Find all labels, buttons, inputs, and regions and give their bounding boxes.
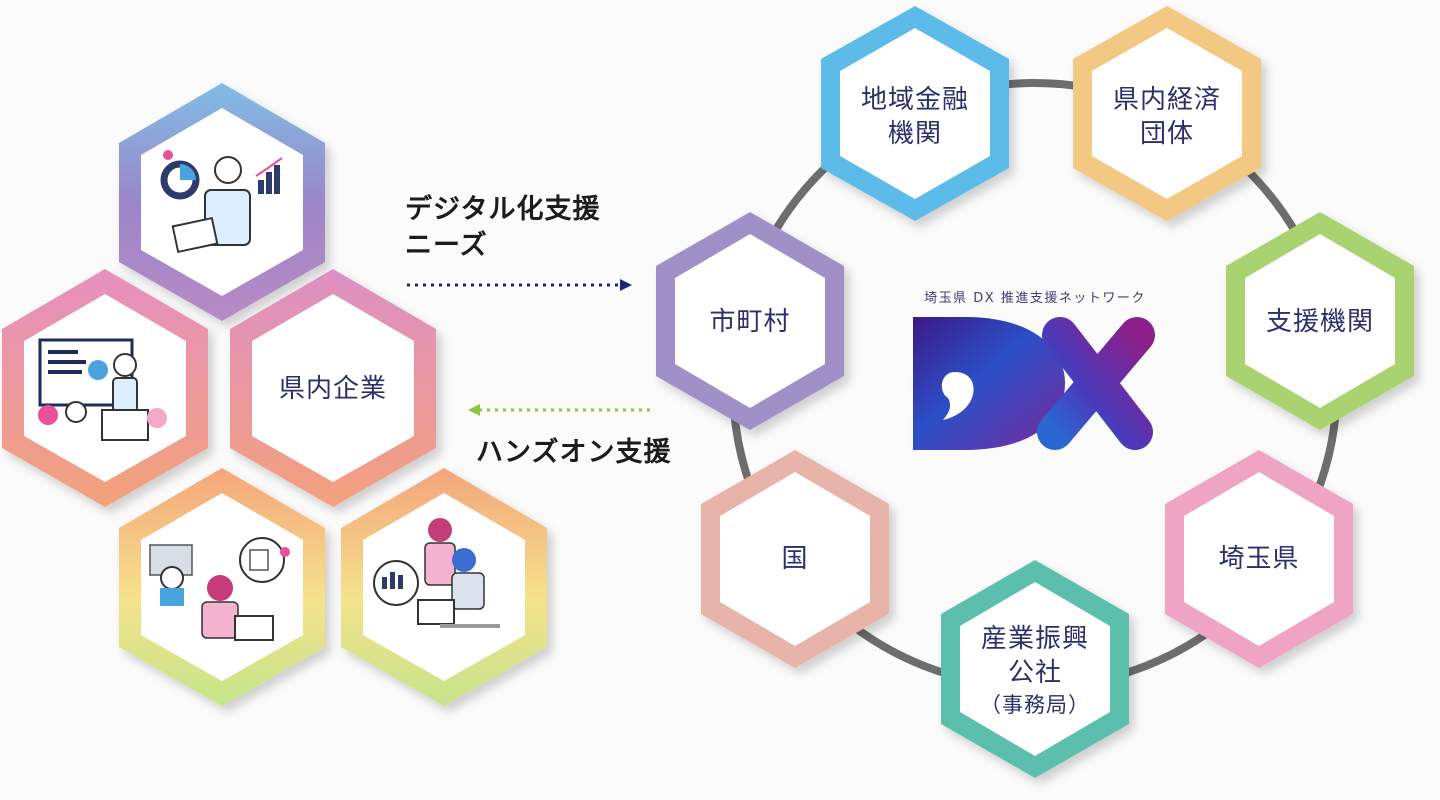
node-regional-finance	[821, 6, 1009, 221]
node-economic-orgs	[1073, 6, 1261, 221]
support-orgs-label: 支援機関	[1266, 307, 1374, 337]
node-industrial-promotion	[941, 560, 1129, 778]
national-government-label: 国	[781, 544, 808, 574]
node-support-orgs	[1226, 212, 1414, 430]
dx-logo: 埼玉県 DX 推進支援ネットワーク	[913, 291, 1155, 450]
presentation-drawing	[38, 338, 167, 441]
economic-orgs-label-2: 団体	[1140, 119, 1194, 149]
node-prefecture	[1165, 450, 1353, 668]
analyst-drawing	[160, 150, 283, 254]
node-national-government	[701, 450, 889, 668]
regional-finance-label-2: 機関	[888, 119, 942, 149]
industrial-promotion-label-2: 公社	[1008, 658, 1062, 688]
municipalities-label: 市町村	[709, 307, 790, 337]
industrial-promotion-label-3: （事務局）	[980, 693, 1090, 717]
hex-desk-illustration	[341, 468, 547, 706]
industrial-promotion-label-1: 産業振興	[981, 624, 1089, 654]
regional-finance-label-1: 地域金融	[861, 85, 969, 115]
prefecture-label: 埼玉県	[1218, 544, 1299, 574]
hex-companies	[230, 269, 436, 507]
network-subtitle: 埼玉県 DX 推進支援ネットワーク	[924, 291, 1146, 306]
handson-label: ハンズオン支援	[476, 436, 671, 468]
needs-label-line2: ニーズ	[405, 229, 488, 261]
node-municipalities	[656, 212, 844, 430]
economic-orgs-label-1: 県内経済	[1113, 85, 1221, 115]
desk-drawing	[373, 518, 500, 628]
needs-label-line1: デジタル化支援	[405, 193, 600, 225]
companies-label: 県内企業	[279, 374, 387, 404]
flow-arrows: デジタル化支援 ニーズ ハンズオン支援	[405, 193, 671, 468]
company-cluster: 県内企業	[2, 83, 547, 706]
remote-work-drawing	[149, 537, 290, 641]
dx-logo-x-stroke2	[1037, 317, 1155, 450]
